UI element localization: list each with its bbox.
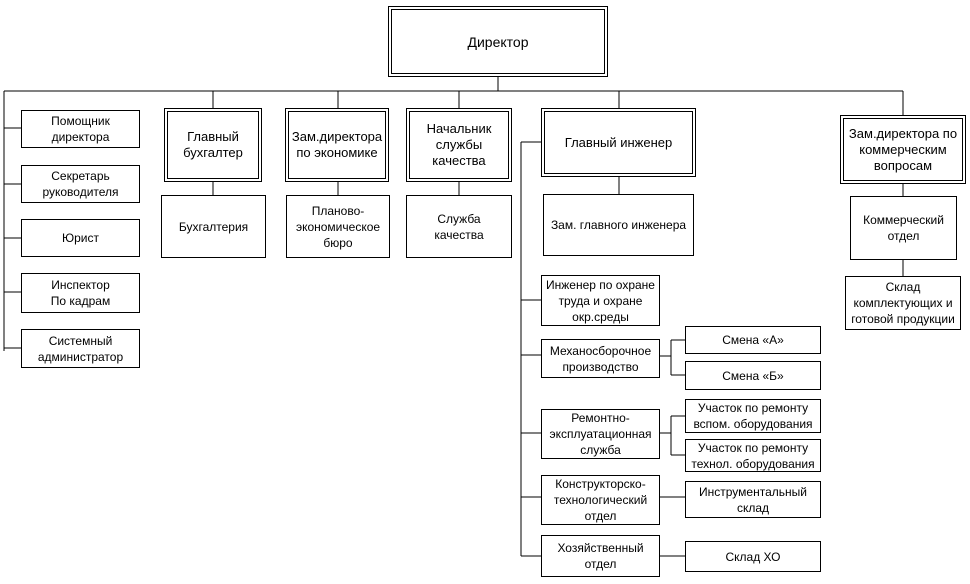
node-secretary: Секретарь руководителя <box>21 165 140 203</box>
node-chief-engineer: Главный инженер <box>541 108 696 177</box>
node-chief-accountant: Главный бухгалтер <box>164 108 262 182</box>
node-warehouse: Склад комплектующих и готовой продукции <box>845 276 961 330</box>
node-repair-aux-section: Участок по ремонту вспом. оборудования <box>685 399 821 433</box>
node-deputy-chief-engineer: Зам. главного инженера <box>543 194 694 256</box>
node-quality-service: Служба качества <box>406 195 512 258</box>
node-storage-ho: Склад ХО <box>685 541 821 572</box>
node-commercial-dept: Коммерческий отдел <box>850 196 957 260</box>
node-assistant: Помощник директора <box>21 110 140 148</box>
node-household-dept: Хозяйственный отдел <box>541 535 660 577</box>
node-director: Директор <box>388 6 608 77</box>
node-sysadmin: Системный администратор <box>21 329 140 368</box>
node-deputy-economics: Зам.директора по экономике <box>285 108 389 182</box>
node-quality-head: Начальник службы качества <box>406 108 512 182</box>
node-design-dept: Конструкторско- технологический отдел <box>541 475 660 525</box>
node-repair-tech-section: Участок по ремонту технол. оборудования <box>685 439 821 472</box>
node-planning-bureau: Планово- экономическое бюро <box>286 195 390 258</box>
node-hr-inspector: Инспектор По кадрам <box>21 273 140 313</box>
node-tool-storage: Инструментальный склад <box>685 481 821 518</box>
node-labor-safety-engineer: Инженер по охране труда и охране окр.сре… <box>541 275 660 326</box>
node-shift-a: Смена «А» <box>685 326 821 354</box>
node-repair-service: Ремонтно- эксплуатационная служба <box>541 409 660 459</box>
node-shift-b: Смена «Б» <box>685 361 821 390</box>
node-accounting: Бухгалтерия <box>161 195 266 258</box>
node-lawyer: Юрист <box>21 219 140 257</box>
node-deputy-commercial: Зам.директора по коммерческим вопросам <box>840 115 966 184</box>
node-mech-assembly: Механосборочное производство <box>541 339 660 378</box>
